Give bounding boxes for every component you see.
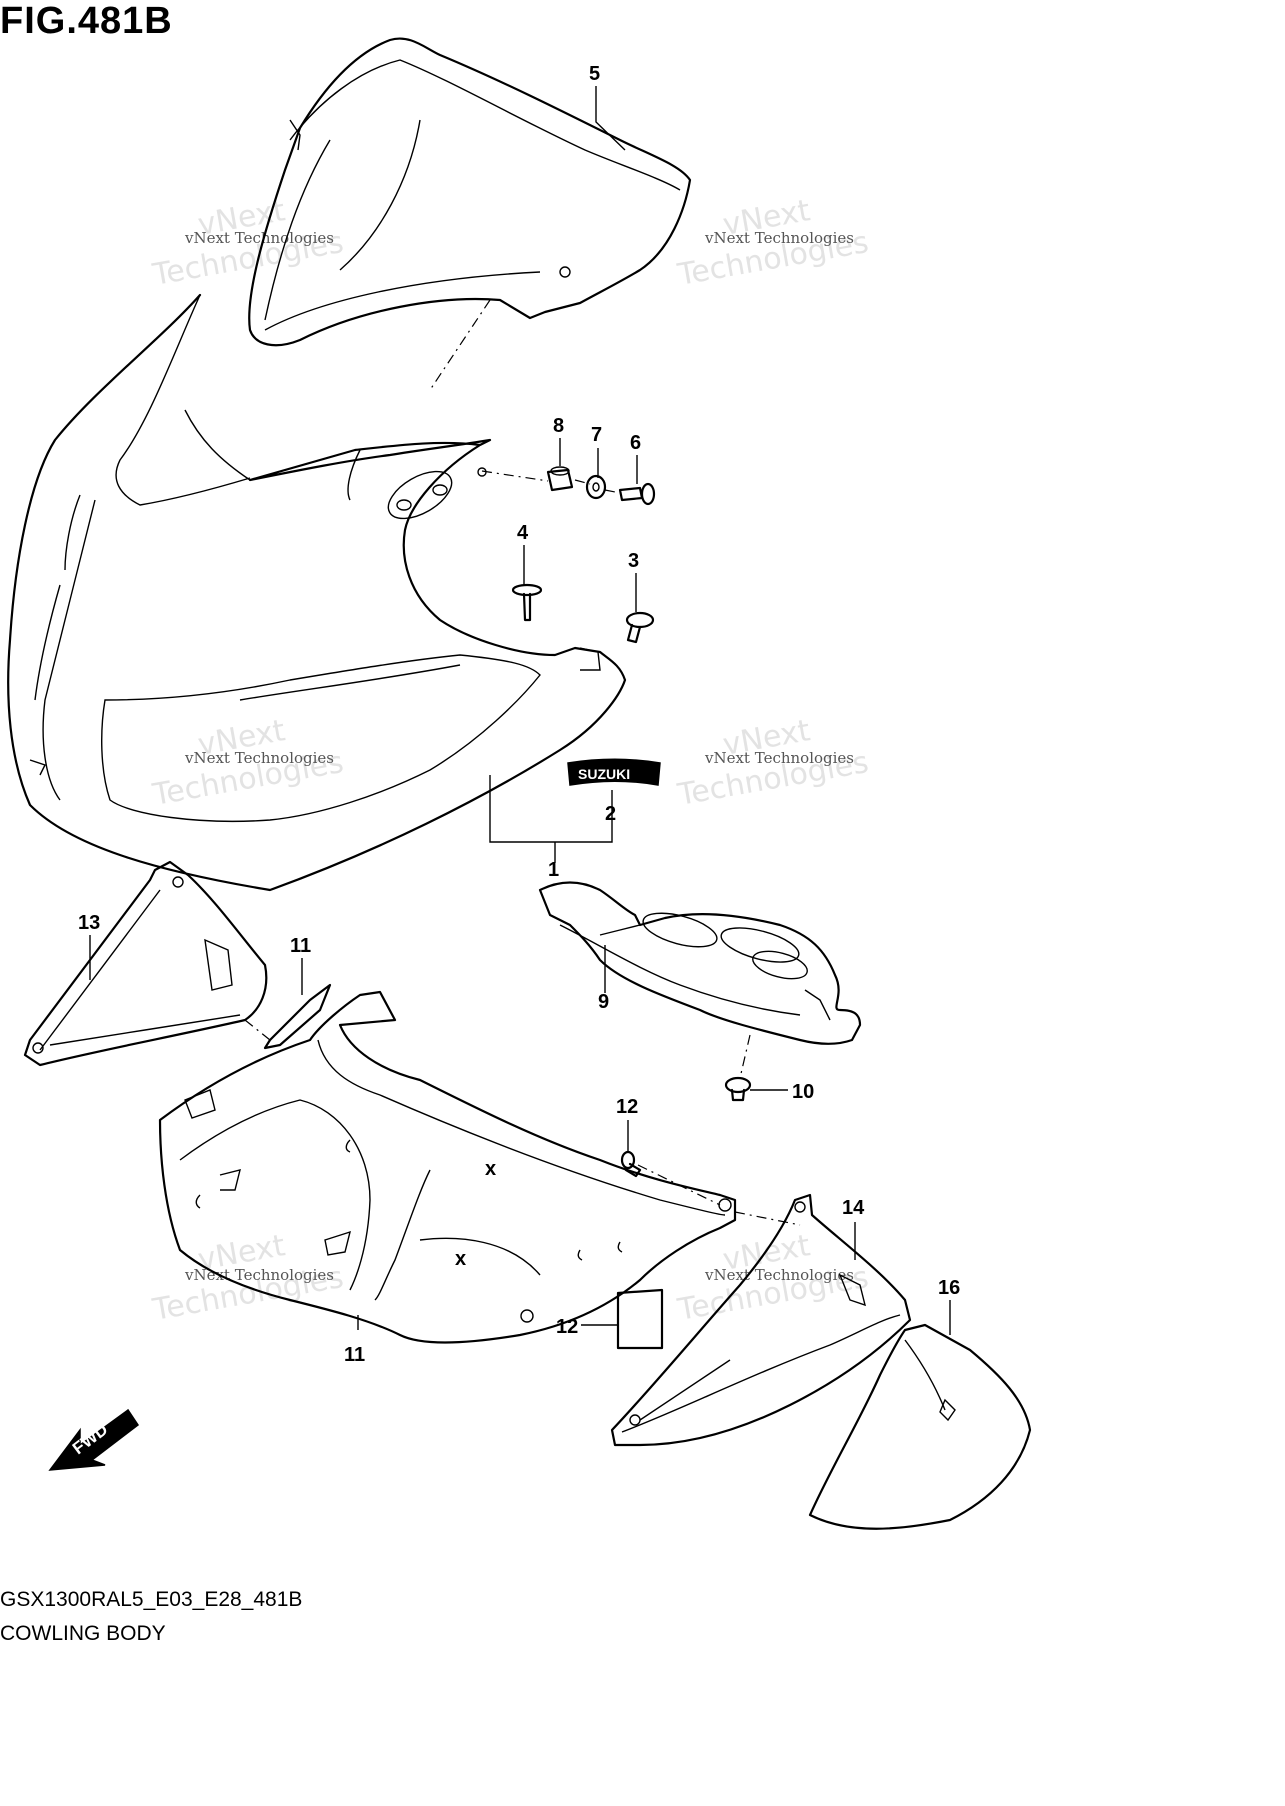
screw-part-13 xyxy=(620,1150,642,1178)
figure-title: FIG.481B xyxy=(0,0,173,42)
fwd-arrow-icon xyxy=(48,1408,140,1471)
watermark-text: vNext Technologies xyxy=(704,1266,854,1284)
upper-cowling-part xyxy=(7,293,627,892)
mark-x: x xyxy=(485,1158,496,1180)
leader-lines xyxy=(89,86,951,1335)
screw-part-6 xyxy=(618,482,656,506)
watermark-text: vNext Technologies xyxy=(704,229,854,247)
emblem-badge xyxy=(567,758,661,786)
screw-part-4 xyxy=(511,583,543,622)
callout-9: 9 xyxy=(598,991,609,1013)
suzuki-emblem-part: SUZUKI xyxy=(567,758,661,786)
callout-13: 12 xyxy=(616,1096,638,1118)
watermark-text: vNext Technologies xyxy=(184,229,334,247)
callout-numbers: 5 8 7 6 4 3 2 1 9 10 12 13 11 12 3 11 14… xyxy=(78,63,960,1366)
figure-code: GSX1300RAL5_E03_E28_481B xyxy=(0,1588,303,1611)
callout-6: 6 xyxy=(630,432,641,454)
callout-4: 4 xyxy=(517,522,529,544)
watermark-mid-left: Technologies vNext vNext Technologies xyxy=(149,713,346,813)
pad-lower-part xyxy=(616,1288,664,1350)
mark-x: x xyxy=(455,1248,466,1270)
lower-cowling-part: x x xyxy=(158,990,737,1344)
washer-part-7 xyxy=(585,474,607,500)
side-inner-panel-part xyxy=(610,1193,912,1447)
watermark-text: vNext Technologies xyxy=(184,1266,334,1284)
watermark-mid-right: Technologies vNext vNext Technologies xyxy=(674,713,871,813)
figure-name: COWLING BODY xyxy=(0,1622,166,1645)
callout-14: 13 xyxy=(78,912,100,934)
windscreen-part xyxy=(248,37,692,347)
left-inner-panel-part xyxy=(23,860,268,1067)
callout-10: 10 xyxy=(792,1081,814,1103)
air-duct-part xyxy=(538,881,862,1045)
watermark-top-right: Technologies vNext vNext Technologies xyxy=(674,193,871,293)
collar-part-8 xyxy=(546,466,574,492)
watermark-bottom-left: Technologies vNext vNext Technologies xyxy=(149,1228,346,1328)
callout-15: 14 xyxy=(842,1197,865,1219)
screw-part-10 xyxy=(724,1076,752,1102)
hardware-group xyxy=(511,466,752,1178)
emblem-logo-text: SUZUKI xyxy=(578,766,630,782)
callout-11: 11 xyxy=(344,1344,365,1366)
forward-direction-arrow: FWD xyxy=(48,1408,140,1471)
screw-part-3 xyxy=(625,611,655,644)
callout-7: 7 xyxy=(591,424,602,446)
side-cover-part xyxy=(808,1323,1032,1530)
watermark-group: Technologies vNext vNext Technologies Te… xyxy=(149,193,871,1328)
callout-12-upper: 11 xyxy=(290,935,311,957)
watermark-text: vNext Technologies xyxy=(184,749,334,767)
callout-5: 5 xyxy=(589,63,600,85)
trim-strip-upper-part xyxy=(263,983,332,1050)
watermark-text: vNext Technologies xyxy=(704,749,854,767)
callout-2: 2 xyxy=(605,803,616,825)
callout-8: 8 xyxy=(553,415,564,437)
callout-12-lower: 12 xyxy=(556,1316,578,1338)
callout-3: 3 xyxy=(628,550,639,572)
dash-dot-lines xyxy=(244,299,801,1226)
callout-1: 1 xyxy=(548,859,559,881)
callout-16: 16 xyxy=(938,1277,960,1299)
watermark-top-left: Technologies vNext vNext Technologies xyxy=(149,193,346,293)
